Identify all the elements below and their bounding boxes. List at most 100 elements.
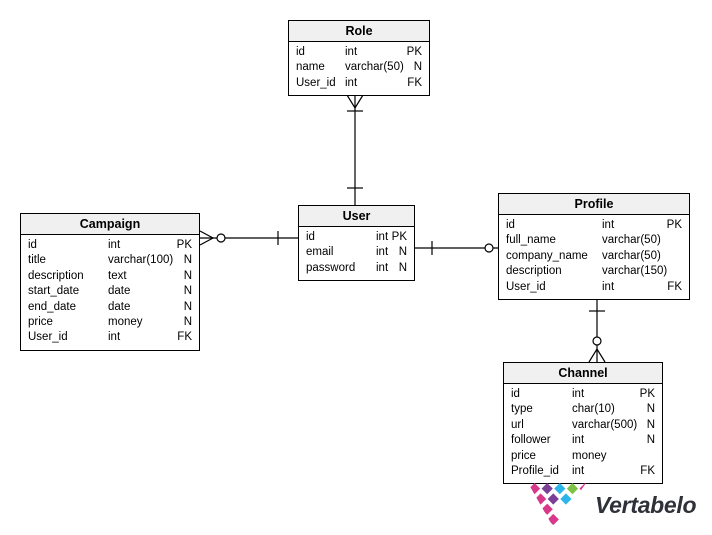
column-flag: N [398,261,407,274]
column-type: int [376,231,389,243]
column-flag: N [183,300,192,313]
column-row: price money N [28,315,192,330]
column-row: price money [511,449,655,464]
column-row: title varchar(100) N [28,253,192,268]
column-flag: N [646,403,655,416]
gem-facet [554,482,566,494]
column-type: date [108,285,131,298]
column-name: price [511,449,536,462]
gem-facet [566,482,579,494]
column-flag: PK [406,46,422,58]
column-row: User_id int FK [506,280,682,295]
entity-user: User id int PK email int N password int … [298,205,415,282]
column-row: type char(10) N [511,402,655,417]
relationship-user-profile [415,241,498,255]
column-name: company_name [506,249,588,262]
column-row: name varchar(50) N [296,60,422,75]
entity-profile: Profile id int PK full_name varchar(50) … [498,193,690,301]
column-flag: PK [176,239,192,251]
column-flag: PK [639,388,655,400]
entity-role-header: Role [289,21,429,42]
gem-facet [535,492,547,505]
column-type: varchar(100) [108,254,174,267]
entity-user-title: User [342,209,371,223]
column-name: start_date [28,285,80,298]
entity-channel-title: Channel [558,366,608,380]
column-flag: N [183,285,192,298]
column-type: varchar(500) [572,418,638,431]
column-name: title [28,254,46,267]
entity-channel: Channel id int PK type char(10) N url va… [503,362,663,485]
column-type: int [108,331,121,344]
column-name: Profile_id [511,465,559,478]
entity-role-title: Role [345,24,373,38]
column-type: text [108,269,127,282]
entity-role: Role id int PK name varchar(50) N User_i… [288,20,430,97]
entity-campaign-title: Campaign [79,217,141,231]
column-flag: FK [407,76,422,89]
column-name: name [296,61,325,74]
column-name: description [28,269,84,282]
column-flag [666,249,682,264]
column-row: id int PK [306,230,407,245]
column-type: date [108,300,131,313]
gem-facet [547,492,559,505]
column-type: int [572,465,585,478]
column-name: id [506,219,515,231]
column-flag: N [413,61,422,74]
column-name: url [511,418,524,431]
column-name: User_id [296,76,336,89]
column-type: int [572,434,585,447]
column-type: varchar(50) [345,61,404,74]
column-type: money [572,449,607,462]
entity-profile-body: id int PK full_name varchar(50) company_… [499,215,689,299]
column-name: User_id [506,280,546,293]
column-row: id int PK [296,45,422,60]
gem-facet [560,492,572,505]
gem-facet [547,513,559,525]
column-flag [666,233,682,248]
column-flag: FK [640,465,655,478]
column-row: description text N [28,269,192,284]
column-flag: PK [666,219,682,231]
relationship-role-user [346,94,364,205]
column-name: follower [511,434,551,447]
column-name: id [28,239,37,251]
entity-user-body: id int PK email int N password int N [299,227,414,280]
column-name: id [306,231,315,243]
gem-facet [528,482,541,494]
relationship-campaign-user [199,230,298,246]
column-name: end_date [28,300,76,313]
column-name: type [511,403,533,416]
column-name: User_id [28,331,68,344]
column-flag: FK [667,280,682,293]
column-row: follower int N [511,433,655,448]
entity-campaign-body: id int PK title varchar(100) N descripti… [21,235,199,350]
column-flag: N [398,246,407,259]
column-row: User_id int FK [296,76,422,91]
gem-facet [541,503,553,515]
column-flag: N [183,316,192,329]
vertabelo-logo-icon [528,482,586,525]
column-row: email int N [306,245,407,260]
column-flag: PK [391,231,407,243]
column-name: email [306,246,334,259]
column-row: url varchar(500) N [511,418,655,433]
crow-foot-many-icon [346,94,364,110]
entity-profile-title: Profile [574,197,614,211]
column-row: id int PK [511,387,655,402]
column-type: money [108,316,143,329]
column-type: int [602,219,615,231]
column-type: char(10) [572,403,615,416]
column-name: description [506,265,562,278]
entity-channel-body: id int PK type char(10) N url varchar(50… [504,384,662,483]
column-row: id int PK [506,218,682,233]
cardinality-zero-circle-icon [484,243,494,253]
crow-foot-many-icon [588,347,606,363]
column-flag: FK [177,331,192,344]
entity-channel-header: Channel [504,363,662,384]
column-row: id int PK [28,238,192,253]
column-type: int [345,76,358,89]
column-flag: N [646,418,655,431]
